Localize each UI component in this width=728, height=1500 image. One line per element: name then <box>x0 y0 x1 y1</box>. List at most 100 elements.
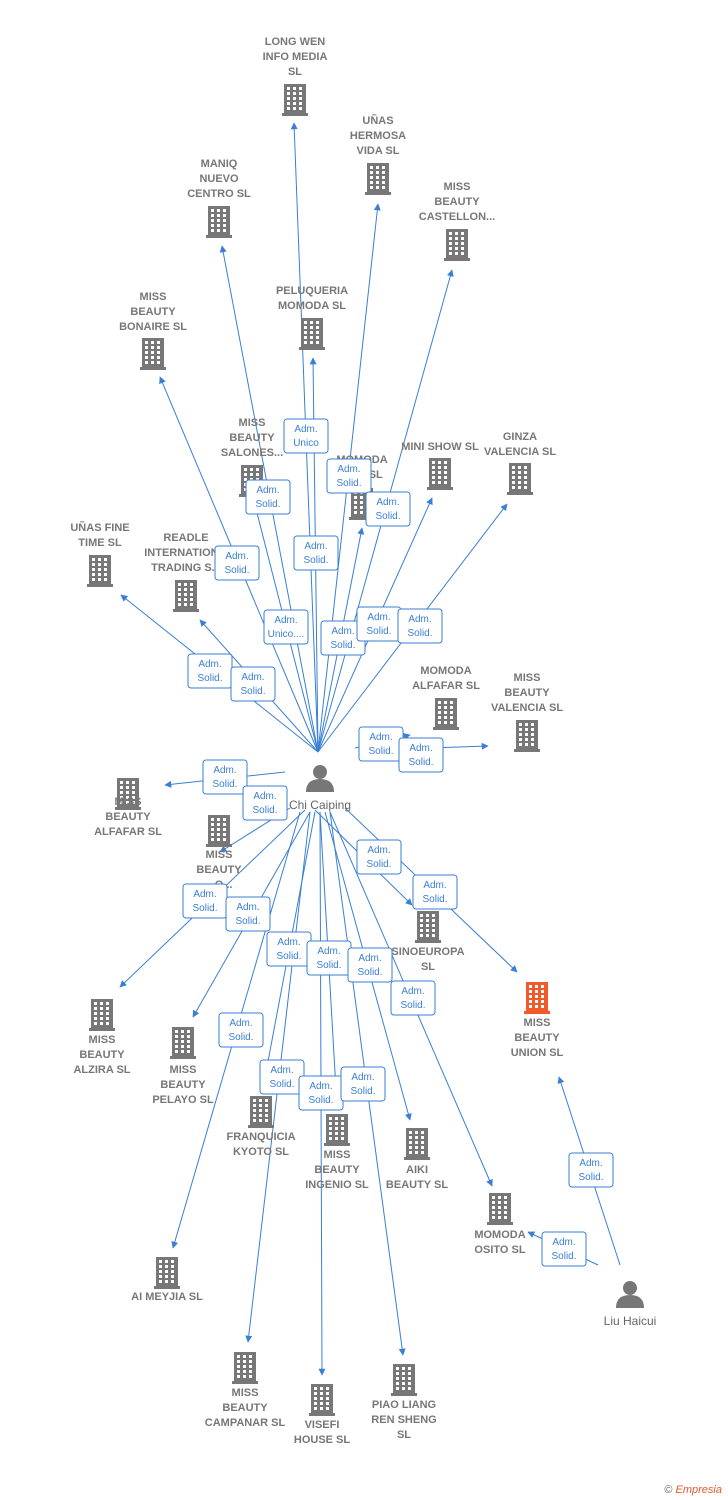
relation-badge[interactable]: Adm.Solid. <box>266 931 312 967</box>
company-name-line: MISS <box>514 672 541 684</box>
relation-badge[interactable]: Adm.Solid. <box>218 1012 264 1048</box>
building-icon <box>154 1257 180 1289</box>
relation-label: Adm. <box>274 615 297 626</box>
company-node[interactable]: AI MEYJIA SL <box>131 1257 203 1303</box>
relation-label: Adm. <box>270 1065 293 1076</box>
company-name-line: BEAUTY <box>222 1402 268 1414</box>
company-name-line: SL <box>288 66 302 78</box>
relation-badge[interactable]: Adm.Solid. <box>225 896 271 932</box>
company-name-line: BEAUTY <box>434 196 480 208</box>
relation-badge[interactable]: Adm.Solid. <box>412 874 458 910</box>
company-name-line: BONAIRE SL <box>119 321 187 333</box>
company-name-line: VISEFI <box>305 1419 340 1431</box>
relation-badge[interactable]: Adm.Solid. <box>320 620 366 656</box>
building-icon <box>232 1352 258 1384</box>
person-node[interactable]: Chi Caiping <box>289 765 351 812</box>
relation-label: Solid. <box>192 903 217 914</box>
relation-badge[interactable]: Adm.Solid. <box>397 608 443 644</box>
company-name-line: MISS <box>444 181 471 193</box>
relation-label: Adm. <box>367 845 390 856</box>
relation-badge[interactable]: Adm.Solid. <box>306 940 352 976</box>
company-name-line: BEAUTY <box>196 864 242 876</box>
relation-badge[interactable]: Adm.Solid. <box>347 947 393 983</box>
relation-badge[interactable]: Adm.Solid. <box>293 535 339 571</box>
relation-badge[interactable]: Adm.Solid. <box>230 666 276 702</box>
relation-label: Solid. <box>235 916 260 927</box>
relation-badge[interactable]: Adm.Solid. <box>259 1059 305 1095</box>
relation-badge[interactable]: Adm.Solid. <box>398 737 444 773</box>
company-name-line: ALFAFAR SL <box>94 826 162 838</box>
relation-badge[interactable]: Adm.Solid. <box>326 458 372 494</box>
relation-badge[interactable]: Adm.Solid. <box>245 479 291 515</box>
company-name-line: BEAUTY <box>514 1032 560 1044</box>
relation-badge[interactable]: Adm.Solid. <box>202 759 248 795</box>
relation-label: Adm. <box>552 1237 575 1248</box>
company-name-line: MISS <box>232 1387 259 1399</box>
relation-label: Adm. <box>256 485 279 496</box>
building-icon <box>524 982 550 1014</box>
relation-badge[interactable]: Adm.Solid. <box>356 839 402 875</box>
relation-badge[interactable]: Adm.Solid. <box>365 491 411 527</box>
relation-label: Solid. <box>422 894 447 905</box>
company-name-line: TRADING S... <box>151 562 221 574</box>
person-name: Liu Haicui <box>604 1314 657 1328</box>
person-node[interactable]: Liu Haicui <box>604 1281 657 1328</box>
company-name-line: INGENIO SL <box>305 1179 369 1191</box>
relation-badge[interactable]: Adm.Unico <box>283 418 329 454</box>
relation-badge[interactable]: Adm.Solid. <box>358 726 404 762</box>
relation-badge[interactable]: Adm.Solid. <box>187 653 233 689</box>
relation-label: Solid. <box>375 511 400 522</box>
building-icon <box>391 1364 417 1396</box>
company-name-line: READLE <box>163 532 208 544</box>
relation-badge[interactable]: Adm.Solid. <box>390 980 436 1016</box>
building-icon <box>487 1193 513 1225</box>
relation-badge[interactable]: Adm.Solid. <box>568 1152 614 1188</box>
building-icon <box>206 815 232 847</box>
company-node[interactable]: MISSBEAUTYCASTELLON... <box>419 181 495 261</box>
relation-badge[interactable]: Adm.Solid. <box>182 883 228 919</box>
relation-badge[interactable]: Adm.Solid. <box>356 606 402 642</box>
relation-badge[interactable]: Adm.Solid. <box>541 1231 587 1267</box>
company-node[interactable]: MINI SHOW SL <box>401 441 479 490</box>
relation-label: Adm. <box>337 464 360 475</box>
relation-label: Adm. <box>331 626 354 637</box>
company-name-line: AI MEYJIA SL <box>131 1291 203 1303</box>
company-name-line: PELAYO SL <box>152 1094 214 1106</box>
relation-badge[interactable]: Adm.Solid. <box>340 1066 386 1102</box>
relation-badge[interactable]: Adm.Solid. <box>242 785 288 821</box>
relation-label: Solid. <box>212 779 237 790</box>
building-icon <box>415 911 441 943</box>
building-icon <box>89 999 115 1031</box>
building-icon <box>282 84 308 116</box>
company-name-line: PIAO LIANG <box>372 1399 436 1411</box>
empresia-logo[interactable]: Empresia <box>675 1484 722 1496</box>
relation-badge[interactable]: Adm.Solid. <box>298 1075 344 1111</box>
relation-badge[interactable]: Adm.Unico.... <box>263 609 309 645</box>
relation-badge[interactable]: Adm.Solid. <box>214 545 260 581</box>
company-name-line: HERMOSA <box>350 130 406 142</box>
copyright-symbol: © <box>664 1484 673 1496</box>
company-node[interactable]: MISSBEAUTY...O... <box>196 815 242 891</box>
